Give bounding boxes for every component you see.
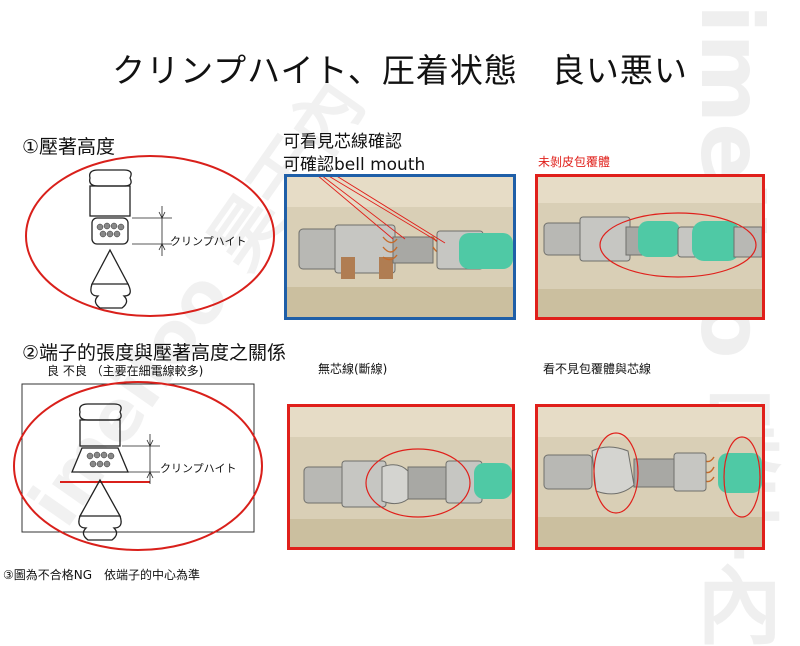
crimp-height-diagram-1: [22, 150, 280, 322]
photo-no-visible-insulation-and-core: [535, 404, 765, 550]
caption-prefix: 可確認: [283, 155, 334, 175]
photo-top-left-caption-line1: 可看見芯線確認: [283, 132, 402, 152]
crimp-height-label-2: クリンプハイト: [160, 462, 237, 475]
photo-top-right-caption: 未剝皮包覆體: [538, 155, 611, 169]
caption-suffix: bell mouth: [334, 155, 426, 175]
highlight-ellipse: [25, 155, 275, 317]
crimp-height-diagram-2: [10, 376, 272, 556]
photo-bottom-right-caption: 看不見包覆體與芯線: [543, 362, 652, 376]
crimp-height-label-1: クリンプハイト: [170, 235, 247, 248]
photo-good-crimp: [284, 174, 516, 320]
photo-uncut-insulation: [535, 174, 765, 320]
photo-top-left-caption-line2: 可確認bell mouth: [283, 150, 425, 175]
photo-bottom-left-caption: 無芯線(斷線): [318, 362, 388, 376]
photo-no-core-wire: [287, 404, 515, 550]
page-title: クリンプハイト、圧着状態 良い悪い: [112, 51, 688, 90]
section2-subheading: 良 不良 （主要在細電線較多): [47, 364, 204, 378]
highlight-ellipse: [13, 381, 263, 551]
section2-heading: ②端子的張度與壓著高度之關係: [22, 342, 287, 364]
section1-heading: ①壓著高度: [22, 136, 116, 158]
ng-note: ③圖為不合格NG 依端子的中心為準: [3, 568, 201, 582]
